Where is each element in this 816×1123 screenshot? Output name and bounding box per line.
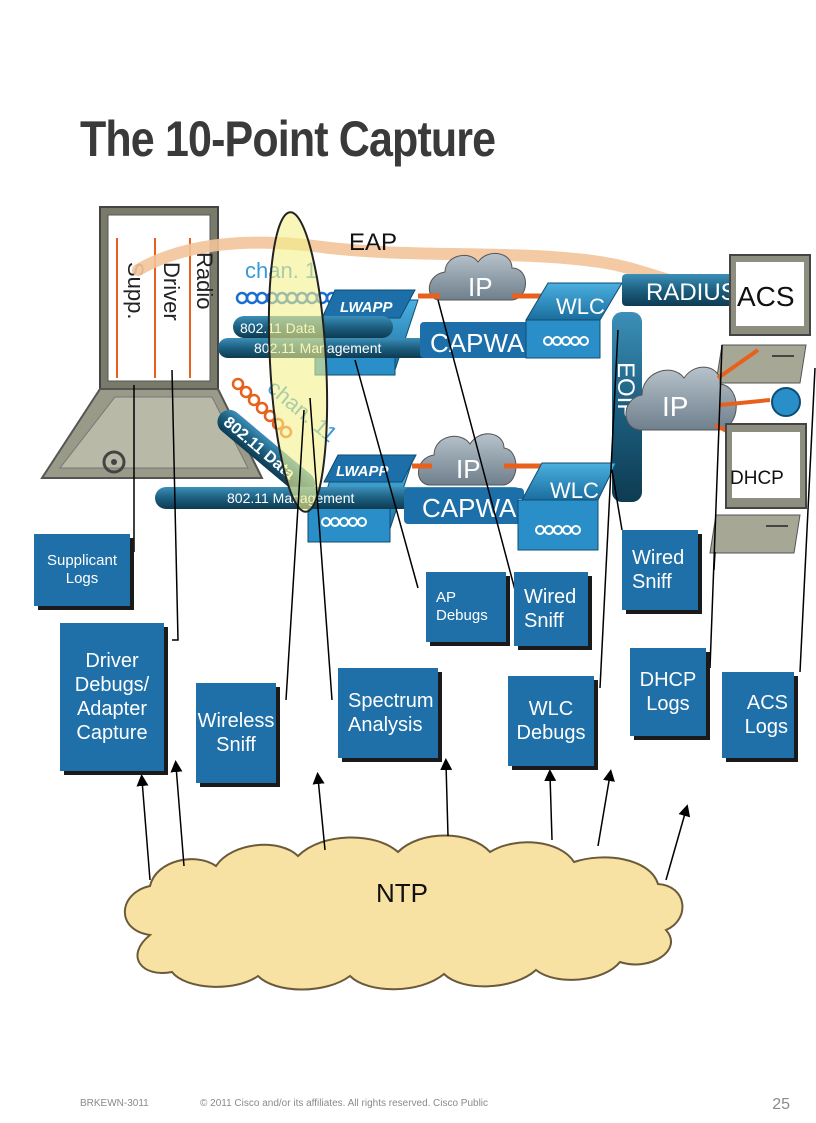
capwap-tunnel-top (420, 322, 538, 358)
ip-top-label: IP (468, 272, 493, 302)
lwapp-top-label: LWAPP (340, 299, 394, 316)
acs-label: ACS (737, 281, 795, 312)
dhcp-logs-box: DHCP Logs (630, 648, 706, 736)
ntp-arrows (136, 758, 691, 881)
ip-cloud-top (428, 253, 526, 301)
page-number: 25 (772, 1096, 790, 1113)
ip-cloud-bottom (418, 433, 517, 486)
wlc-bottom-label: WLC (550, 478, 599, 503)
router-icon (771, 387, 801, 417)
driver-debugs-box: Driver Debugs/ Adapter Capture (60, 623, 164, 771)
wlc-top (525, 282, 623, 359)
footer-session-id: BRKEWN-3011 (80, 1098, 149, 1109)
eap-label: EAP (349, 229, 397, 256)
wired-sniff-ap-box: Wired Sniff (514, 572, 588, 646)
capwap-top-label: CAPWAP (430, 328, 542, 358)
wlc-bottom (517, 462, 617, 551)
acs-server (715, 254, 811, 384)
ip-right-label: IP (662, 391, 688, 422)
eap-tunnel (132, 236, 696, 291)
footer-copyright: © 2011 Cisco and/or its affiliates. All … (200, 1098, 431, 1109)
ntp-cloud (123, 834, 684, 991)
capwap-tunnel-bottom (404, 488, 524, 524)
pointer-lines (133, 299, 816, 701)
laptop-radio-label: Radio (192, 252, 217, 309)
acs-logs-box: ACS Logs (722, 672, 794, 758)
wired-sniff-wlc-box: Wired Sniff (622, 530, 698, 610)
capwap-bottom-label: CAPWAP (422, 493, 534, 523)
laptop-driver-label: Driver (159, 262, 184, 321)
dhcp-label: DHCP (730, 468, 784, 489)
lwapp-bottom-label: LWAPP (336, 463, 390, 480)
link-mgmt-bottom-label: 802.11 Management (227, 490, 354, 506)
ap-debugs-box: AP Debugs (426, 572, 506, 642)
radius-label: RADIUS (646, 279, 737, 306)
wlc-debugs-box: WLC Debugs (508, 676, 594, 766)
dhcp-server (709, 423, 807, 554)
wlc-top-label: WLC (556, 294, 605, 319)
ntp-label: NTP (376, 878, 428, 908)
laptop-client (40, 206, 264, 479)
access-point-bottom (307, 454, 417, 543)
supplicant-logs-box: Supplicant Logs (34, 534, 130, 606)
footer-classification: Cisco Public (433, 1098, 489, 1109)
page-title: The 10-Point Capture (80, 111, 496, 167)
ip-bottom-label: IP (456, 454, 481, 484)
radius-pipe (622, 274, 734, 306)
wireless-sniff-box: Wireless Sniff (196, 683, 276, 783)
spectrum-analysis-box: Spectrum Analysis (338, 668, 438, 758)
